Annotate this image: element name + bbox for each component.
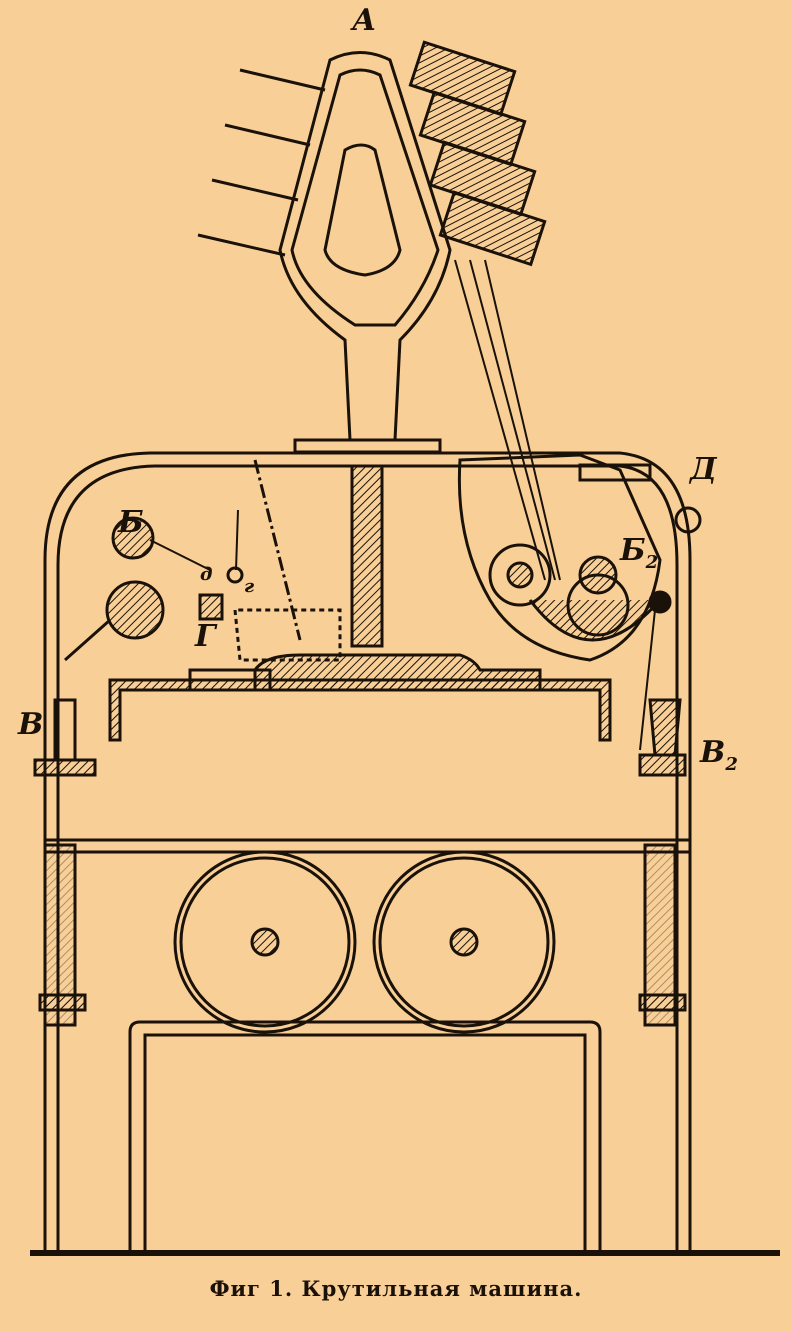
label-v2: В2	[700, 738, 738, 774]
twisting-head	[457, 453, 702, 751]
drums	[128, 850, 602, 1250]
label-b2-sub: 2	[645, 552, 659, 573]
label-g: Г	[195, 619, 216, 654]
label-g-small: г	[244, 576, 255, 597]
machine-frame	[30, 451, 780, 1256]
label-v2-letter: В	[700, 735, 726, 770]
spindles	[33, 698, 690, 1027]
label-d-small: д	[200, 564, 213, 585]
label-b: Б	[118, 505, 144, 540]
label-v2-sub: 2	[725, 754, 738, 775]
label-d: Д	[690, 452, 717, 487]
label-b2: Б2	[620, 536, 658, 572]
creel-frame	[197, 51, 452, 454]
label-a: А	[352, 3, 377, 38]
label-v: В	[18, 707, 44, 742]
label-b2-letter: Б	[620, 533, 646, 568]
figure-caption: Фиг 1. Крутильная машина.	[209, 1276, 583, 1301]
feed-rollers	[64, 459, 342, 662]
bobbins	[408, 40, 561, 581]
